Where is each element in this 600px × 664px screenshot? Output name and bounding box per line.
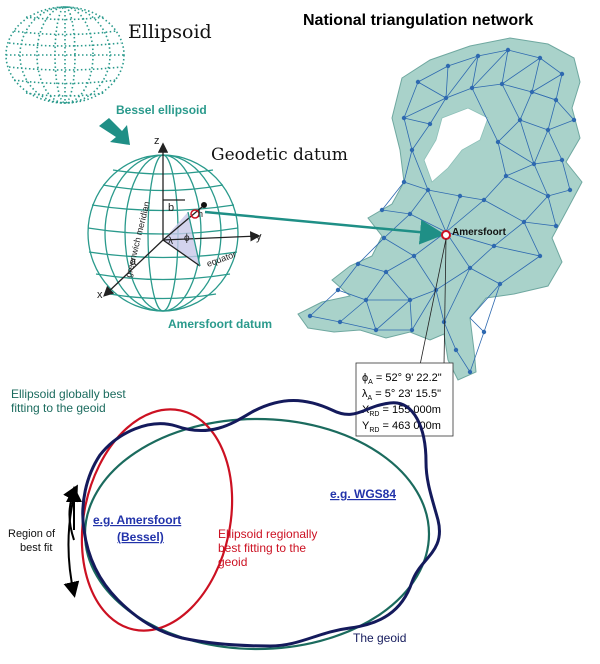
regional-ellipsoid [80, 408, 234, 632]
regional-fit-line3: geoid [218, 555, 247, 569]
axis-y-label: y [256, 231, 262, 243]
globe-axes [103, 142, 261, 297]
down-right-arrow-icon [99, 118, 130, 145]
callout-line-2 [443, 238, 447, 366]
ellipsoid-label: Ellipsoid [128, 21, 212, 43]
regional-fit-line2: best fitting to the [218, 541, 306, 555]
global-fit-label-line2: fitting to the geoid [11, 401, 106, 415]
geoid-curve [81, 399, 441, 648]
region-label-line2: best fit [20, 542, 52, 554]
region-label-line1: Region of [8, 528, 56, 540]
title-national-triangulation-network: National triangulation network [303, 12, 533, 29]
callout-line [419, 238, 447, 366]
bessel-ellipsoid-label: Bessel ellipsoid [116, 103, 207, 117]
geoid-label: The geoid [353, 631, 406, 645]
coordinates-box [355, 362, 454, 437]
triangulation-points [307, 47, 577, 375]
coord-y-rd: YRD = 463 000m [362, 420, 441, 434]
geodetic-datum-label: Geodetic datum [211, 145, 348, 165]
symbol-phi: ϕ [184, 233, 190, 244]
origin-point-ring [190, 209, 200, 219]
region-of-best-fit-arc-top [63, 484, 78, 541]
ijsselmeer-shape [423, 107, 489, 183]
symbol-h: h [198, 209, 203, 219]
symbol-a: a [130, 256, 137, 268]
netherlands-map [297, 37, 583, 381]
regional-fit-line1: Ellipsoid regionally [218, 527, 317, 541]
symbol-lambda: λ [168, 236, 173, 247]
amersfoort-example-line1: e.g. Amersfoort [93, 513, 181, 527]
amersfoort-example-line2: (Bessel) [117, 530, 164, 544]
wgs84-example-label: e.g. WGS84 [330, 487, 396, 501]
global-fit-label-line1: Ellipsoid globally best [11, 387, 126, 401]
amersfoort-label: Amersfoort [452, 227, 507, 238]
amersfoort-point [441, 230, 451, 240]
coord-lambda: λA = 5° 23' 15.5" [362, 388, 441, 402]
axis-z-label: z [154, 135, 160, 147]
amersfoort-datum-label: Amersfoort datum [168, 317, 272, 331]
surface-point [201, 202, 207, 208]
coord-phi: ϕA = 52° 9' 22.2" [362, 372, 442, 386]
axis-x-label: x [97, 289, 103, 301]
equator-label: equator [205, 249, 237, 269]
datum-to-map-arrow [204, 210, 445, 245]
bessel-ellipsoid-globe [5, 6, 125, 104]
symbol-b: b [168, 202, 174, 214]
